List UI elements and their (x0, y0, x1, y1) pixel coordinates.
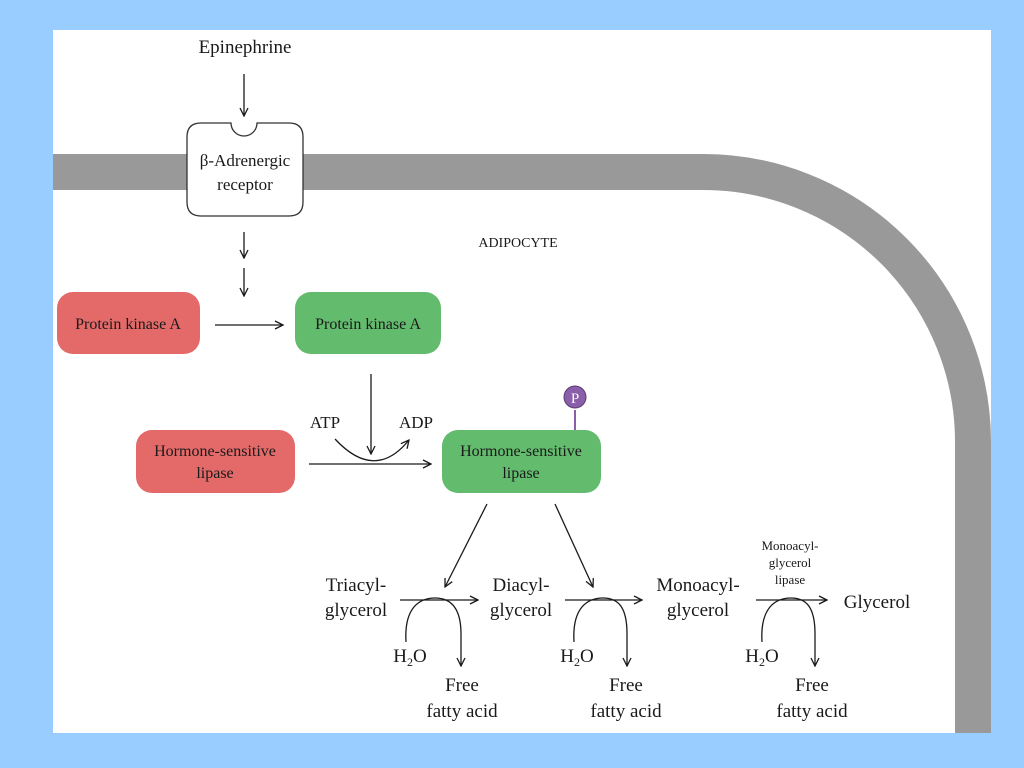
hsl-inactive-box (136, 430, 295, 493)
reaction1-product-line1: Free (445, 675, 479, 696)
glycerol-label: Glycerol (844, 592, 910, 613)
hsl-active-box (442, 430, 601, 493)
reaction2-product-line1: Free (609, 675, 643, 696)
mgl-label-line3: lipase (775, 572, 806, 587)
diacylglycerol-line1: Diacyl- (493, 575, 550, 596)
pka-active-box (295, 292, 441, 354)
reaction3-product-line2: fatty acid (776, 701, 848, 722)
atp-label: ATP (310, 413, 340, 432)
pka-inactive-label: Protein kinase A (75, 316, 181, 333)
hsl-active-label-line2: lipase (502, 465, 539, 482)
pka-active-label: Protein kinase A (315, 316, 421, 333)
cell-membrane (53, 154, 991, 733)
atp-adp-curve (334, 438, 409, 462)
triacylglycerol-line2: glycerol (325, 600, 387, 621)
reaction3-water-curve (761, 597, 815, 666)
hsl-to-tag-arrow (445, 503, 488, 587)
adipocyte-label: ADIPOCYTE (478, 236, 557, 251)
reaction1-water: H2O (393, 646, 426, 669)
phosphate-label: P (571, 391, 579, 407)
beta-adrenergic-receptor (186, 122, 304, 217)
reaction2-product-line2: fatty acid (590, 701, 662, 722)
pka-inactive-box (57, 292, 200, 354)
mgl-label-line2: glycerol (769, 555, 812, 570)
epinephrine-label: Epinephrine (199, 37, 292, 58)
monoacylglycerol-line1: Monoacyl- (656, 575, 739, 596)
hsl-inactive-label-line2: lipase (196, 465, 233, 482)
reaction2-water-curve (573, 597, 627, 666)
hsl-active-label-line1: Hormone-sensitive (460, 443, 582, 460)
mgl-label-line1: Monoacyl- (761, 538, 818, 553)
hsl-to-dag-arrow (554, 503, 593, 587)
reaction1-water-curve (405, 597, 461, 666)
reaction1-product-line2: fatty acid (426, 701, 498, 722)
receptor-label-line2: receptor (217, 175, 273, 194)
slide: Epinephrine β-Adrenergic receptor ADIPOC… (53, 30, 991, 733)
hsl-inactive-label-line1: Hormone-sensitive (154, 443, 276, 460)
receptor-label-line1: β-Adrenergic (200, 151, 291, 170)
reaction3-water: H2O (745, 646, 778, 669)
monoacylglycerol-line2: glycerol (667, 600, 729, 621)
reaction3-product-line1: Free (795, 675, 829, 696)
triacylglycerol-line1: Triacyl- (326, 575, 387, 596)
adp-label: ADP (399, 413, 433, 432)
lipolysis-diagram: Epinephrine β-Adrenergic receptor ADIPOC… (53, 37, 991, 733)
diacylglycerol-line2: glycerol (490, 600, 552, 621)
reaction2-water: H2O (560, 646, 593, 669)
phosphate-circle (563, 385, 587, 409)
